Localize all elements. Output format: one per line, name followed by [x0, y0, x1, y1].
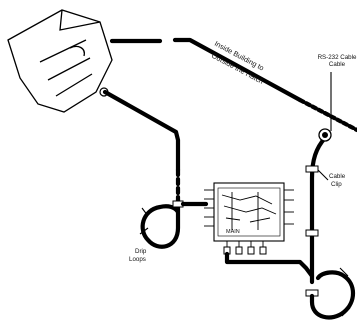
- drip-loop-left: [139, 197, 184, 249]
- cable-clip-label-line2: Clip: [331, 181, 342, 188]
- terminal-board: MAIN: [180, 182, 294, 255]
- board-text: MAIN: [226, 229, 240, 235]
- main-cable-route: [172, 37, 303, 103]
- drip-loop-right: [309, 267, 356, 320]
- drip-loops-label-line2: Loops: [129, 256, 146, 263]
- cable-clip-pointer: [317, 169, 329, 181]
- cable-clip-label-line1: Cable: [329, 173, 346, 180]
- right-cable: [305, 128, 332, 297]
- drip-loops-label-line1: Drip: [135, 248, 147, 255]
- sensor-unit: [7, 9, 113, 113]
- modem-label-line2: Cable: [329, 61, 346, 68]
- sensor-down-cable: [102, 89, 181, 173]
- main-cable-cut: [297, 97, 357, 133]
- modem-label-line1: RS-232 Cable: [318, 54, 357, 61]
- board-to-loop-cable: [224, 251, 315, 279]
